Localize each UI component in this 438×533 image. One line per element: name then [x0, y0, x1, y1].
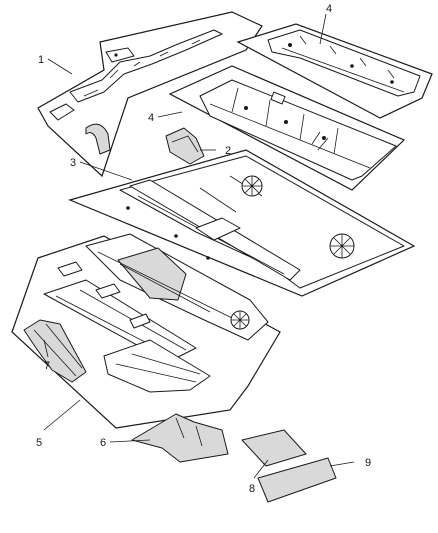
- pad-9: [257, 457, 337, 503]
- callout-6: 6: [100, 437, 106, 449]
- rail-bracket-long: [69, 29, 223, 103]
- callout-2: 2: [225, 145, 231, 157]
- leader-lines: [43, 13, 355, 479]
- part-2-bracket: [165, 127, 205, 165]
- callout-9: 9: [365, 457, 371, 469]
- floor-star-right: [329, 233, 355, 259]
- floor-pan-front: [119, 155, 405, 289]
- floor-star-lower: [230, 310, 250, 330]
- crossmember-upper: [267, 29, 421, 97]
- group-3-front-floor: [68, 149, 416, 297]
- part-7-channel: [23, 319, 87, 383]
- pad-8: [241, 429, 307, 467]
- bracket-lower-left: [57, 261, 83, 277]
- group-1-brackets: [37, 11, 263, 178]
- callout-4-lower: 4: [148, 112, 154, 124]
- callout-3: 3: [70, 157, 76, 169]
- part-8-pad: [241, 429, 307, 467]
- bracket-small-top: [105, 47, 135, 63]
- bracket-lower-small: [129, 313, 151, 329]
- group-4-lower-crossmember: [168, 65, 406, 191]
- bracket-2: [165, 127, 205, 165]
- callout-5: 5: [36, 437, 42, 449]
- bracket-left: [49, 103, 75, 121]
- floor-star-left: [241, 175, 263, 197]
- part-9-pad: [257, 457, 337, 503]
- seat-crossmember: [195, 217, 241, 241]
- callout-7: 7: [44, 360, 50, 372]
- bracket-curved: [85, 123, 111, 155]
- group-4-upper-crossmember: [236, 23, 433, 119]
- callout-1: 1: [38, 54, 44, 66]
- pad-6: [131, 413, 229, 463]
- bracket-lower-mid: [95, 283, 121, 299]
- part-6-pad: [131, 413, 229, 463]
- group-5-rear-floor: [11, 233, 281, 429]
- rail-lower-left: [43, 279, 197, 363]
- callout-labels: 1 2 3 4 4 5 6 7 8 9: [36, 3, 371, 495]
- crossmember-lower: [199, 79, 397, 181]
- callout-4-upper: 4: [326, 3, 332, 15]
- callout-8: 8: [249, 483, 255, 495]
